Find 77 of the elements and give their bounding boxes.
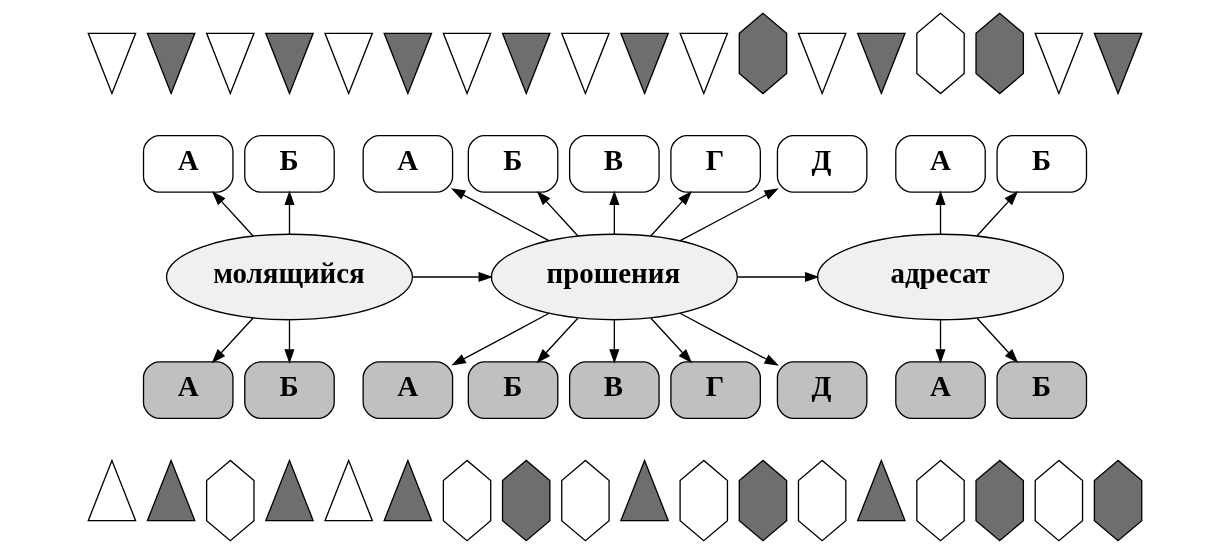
arrow bbox=[608, 319, 619, 364]
node-hexagon bbox=[442, 459, 491, 542]
node-box: Б bbox=[467, 134, 558, 193]
node-triangle bbox=[856, 458, 906, 522]
node-triangle bbox=[441, 32, 492, 96]
arrow bbox=[934, 190, 946, 235]
arrow bbox=[736, 271, 819, 283]
node-triangle bbox=[797, 32, 847, 96]
node-box: В bbox=[568, 361, 660, 420]
node-box: А bbox=[894, 134, 986, 193]
node-box: А bbox=[361, 361, 453, 420]
node-triangle bbox=[145, 458, 196, 522]
node-box: А bbox=[894, 361, 986, 420]
arrow bbox=[678, 312, 779, 366]
node-triangle bbox=[678, 32, 728, 96]
node-box: А bbox=[142, 361, 234, 420]
node-ellipse: молящийся bbox=[165, 233, 413, 321]
node-ellipse: прошения bbox=[490, 233, 738, 321]
arrow bbox=[934, 319, 946, 364]
node-box: Д bbox=[776, 361, 867, 420]
node-hexagon bbox=[738, 12, 787, 95]
node-triangle bbox=[86, 32, 137, 96]
node-triangle bbox=[619, 458, 669, 522]
node-triangle bbox=[323, 32, 373, 96]
node-hexagon bbox=[738, 459, 787, 542]
node-hexagon bbox=[974, 12, 1024, 95]
node-triangle bbox=[205, 32, 255, 96]
arrow bbox=[679, 188, 779, 242]
node-hexagon bbox=[501, 459, 551, 542]
node-hexagon bbox=[915, 459, 965, 542]
node-hexagon bbox=[915, 12, 965, 95]
arrow bbox=[608, 190, 619, 235]
node-triangle bbox=[145, 32, 196, 96]
arrow bbox=[975, 317, 1018, 364]
node-triangle bbox=[856, 32, 906, 96]
node-hexagon bbox=[974, 459, 1024, 542]
node-hexagon bbox=[678, 459, 728, 542]
node-hexagon bbox=[560, 459, 610, 542]
arrow bbox=[975, 191, 1018, 237]
arrow bbox=[283, 190, 295, 235]
node-box: А bbox=[142, 134, 234, 193]
node-triangle bbox=[323, 458, 373, 522]
node-hexagon bbox=[1034, 459, 1083, 542]
node-triangle bbox=[264, 458, 314, 522]
arrow bbox=[536, 317, 578, 364]
arrow bbox=[536, 191, 578, 237]
node-box: Г bbox=[669, 134, 761, 193]
arrow bbox=[211, 191, 254, 237]
node-triangle bbox=[86, 458, 137, 522]
node-box: Г bbox=[669, 361, 761, 420]
node-box: Б bbox=[467, 361, 558, 420]
node-triangle bbox=[1033, 32, 1084, 96]
arrow bbox=[450, 188, 549, 242]
node-box: В bbox=[568, 134, 660, 193]
node-box: Б bbox=[243, 361, 335, 420]
node-hexagon bbox=[1093, 459, 1142, 542]
arrow bbox=[283, 319, 295, 364]
node-triangle bbox=[382, 458, 432, 522]
node-hexagon bbox=[205, 459, 255, 542]
node-box: Б bbox=[995, 134, 1087, 193]
arrow bbox=[649, 191, 692, 237]
node-triangle bbox=[382, 32, 432, 96]
arrow bbox=[450, 312, 550, 366]
node-box: Д bbox=[776, 134, 867, 193]
node-ellipse: адресат bbox=[816, 233, 1064, 321]
arrow bbox=[211, 317, 254, 364]
node-box: Б bbox=[995, 361, 1087, 420]
node-hexagon bbox=[797, 459, 846, 542]
node-triangle bbox=[560, 32, 610, 96]
node-box: А bbox=[361, 134, 453, 193]
arrow bbox=[411, 271, 493, 283]
node-triangle bbox=[619, 32, 669, 96]
arrow bbox=[649, 317, 692, 364]
node-box: Б bbox=[243, 134, 335, 193]
node-triangle bbox=[501, 32, 551, 96]
node-triangle bbox=[1092, 32, 1143, 96]
node-triangle bbox=[264, 32, 314, 96]
